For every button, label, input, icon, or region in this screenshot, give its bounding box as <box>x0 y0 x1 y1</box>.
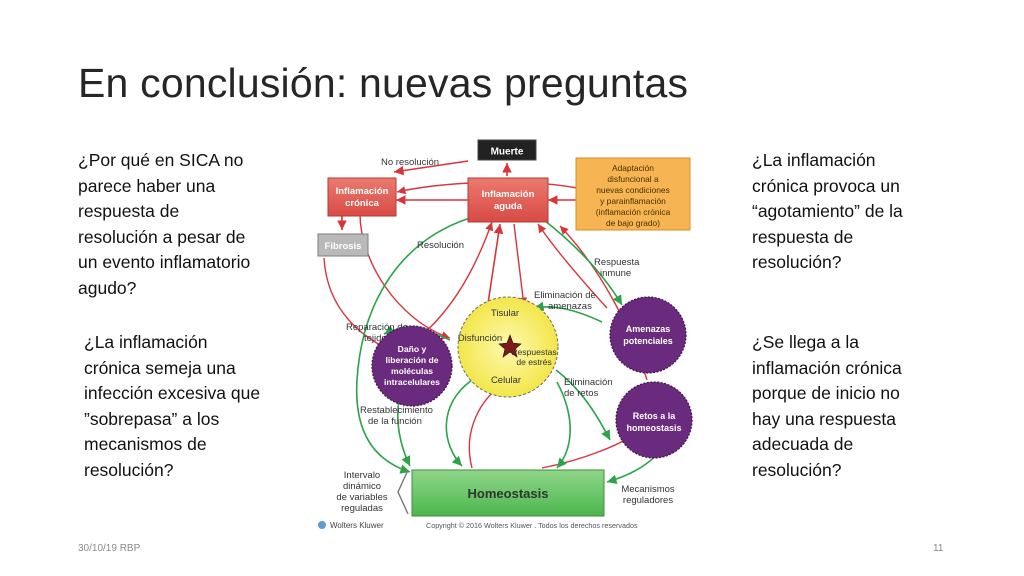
question-sica-resolution: ¿Por qué en SICA no parece haber una res… <box>78 150 251 298</box>
node-adaptacion-label-3: nuevas condiciones <box>596 185 670 195</box>
node-inflamacion-aguda <box>467 177 549 223</box>
node-dano <box>371 325 453 407</box>
star-icon <box>498 334 522 358</box>
label-publisher: Wolters Kluwer <box>330 521 384 530</box>
label-copyright: Copyright © 2016 Wolters Kluwer . Todos … <box>426 521 638 530</box>
arrow-eliminacion-amenazas <box>533 301 603 323</box>
question-excessive-infection: ¿La inflamación crónica semeja una infec… <box>84 332 261 480</box>
label-intervalo-2: dinámico <box>343 481 381 492</box>
arrow-resolucion <box>355 217 471 474</box>
label-eliminacion-amenazas-1: Eliminación de <box>534 290 596 301</box>
arrow-amenazas-to-aguda <box>537 223 608 309</box>
label-intervalo-3: de variables <box>336 492 387 503</box>
node-retos-label-2: homeostasis <box>626 423 681 433</box>
label-mecanismos-1: Mecanismos <box>621 484 675 495</box>
arrow-aguda-to-disf <box>513 223 528 307</box>
node-homeostasis-label: Homeostasis <box>468 486 549 501</box>
label-reparacion-2: tejidos <box>364 333 392 344</box>
page-number: 11 <box>933 543 944 554</box>
bracket-shape <box>397 469 409 515</box>
label-mecanismos-2: reguladores <box>623 495 673 506</box>
node-dano-label-1: Daño y <box>398 344 427 354</box>
label-no-resolucion: No resolución <box>381 157 439 168</box>
arrow-eliminacion-retos <box>555 369 611 441</box>
node-celular-label: Celular <box>491 375 521 386</box>
arrow-cronica-down <box>359 213 451 340</box>
label-eliminacion-retos-2: de retos <box>564 388 599 399</box>
arrow-disf-to-homeo <box>445 379 473 467</box>
slide-title: En conclusión: nuevas preguntas <box>78 60 689 106</box>
node-tisular-label: Tisular <box>491 308 519 319</box>
node-amenazas-label-2: potenciales <box>623 336 673 346</box>
node-inflamacion-aguda-label-2: aguda <box>494 201 523 212</box>
node-inflamacion-cronica-label-2: crónica <box>345 198 380 209</box>
node-adaptacion-label-2: disfuncional a <box>607 174 659 184</box>
node-amenazas-label-1: Amenazas <box>626 324 671 334</box>
node-disfuncion-label: Disfunción <box>458 333 502 344</box>
arrow-respuesta-inmune <box>543 219 623 306</box>
label-restablecimiento-2: de la función <box>368 416 422 427</box>
question-inadequate-response: ¿Se llega a la inflamación crónica porqu… <box>752 332 902 480</box>
node-adaptacion-label-1: Adaptación <box>612 163 654 173</box>
label-respuesta-inmune-1: Respuesta <box>594 257 640 268</box>
node-muerte-label: Muerte <box>491 147 524 158</box>
label-eliminacion-amenazas-2: amenazas <box>548 301 592 312</box>
arrow-disf-to-aguda <box>486 223 504 311</box>
inflammation-diagram: Muerte No resolución Inflamación crónica… <box>302 130 712 536</box>
arrow-disf-to-homeo-right <box>556 381 571 469</box>
label-respuesta-inmune-2: inmune <box>600 268 631 279</box>
node-respuestas-estres-label-2: de estrés <box>516 357 551 367</box>
node-adaptacion <box>575 157 691 231</box>
node-dano-label-4: intracelulares <box>384 377 440 387</box>
node-amenazas <box>609 296 687 374</box>
node-retos-label-1: Retos a la <box>633 411 677 421</box>
node-inflamacion-cronica <box>327 177 397 217</box>
label-restablecimiento-1: Restablecimiento <box>360 405 433 416</box>
node-adaptacion-label-5: (inflamación crónica <box>596 207 671 217</box>
label-reparacion-1: Reparación de <box>346 322 408 333</box>
node-adaptacion-label-4: y parainflamación <box>600 196 666 206</box>
arrow-homeo-to-disf <box>468 384 503 469</box>
node-respuestas-estres-label-1: Respuestas <box>511 347 556 357</box>
arrow-dano-to-aguda <box>421 221 494 336</box>
node-homeostasis <box>411 469 605 517</box>
arrow-no-resolution <box>393 160 469 176</box>
question-exhaustion: ¿La inflamación crónica provoca un “agot… <box>752 150 903 273</box>
node-dano-label-3: moléculas <box>391 366 433 376</box>
node-fibrosis <box>317 233 369 257</box>
node-retos <box>615 381 693 459</box>
node-muerte <box>477 139 537 161</box>
node-dano-label-2: liberación de <box>385 355 438 365</box>
label-resolucion: Resolución <box>417 240 464 251</box>
label-intervalo-1: Intervalo <box>344 470 380 481</box>
node-fibrosis-label: Fibrosis <box>325 241 362 252</box>
wolters-kluwer-logo-icon <box>318 521 326 529</box>
node-inflamacion-aguda-label-1: Inflamación <box>482 189 535 200</box>
node-inflamacion-cronica-label-1: Inflamación <box>336 186 389 197</box>
label-intervalo-4: reguladas <box>341 503 383 514</box>
label-eliminacion-retos-1: Eliminación <box>564 377 613 388</box>
node-adaptacion-label-6: de bajo grado) <box>606 218 660 228</box>
footer-date: 30/10/19 RBP <box>78 543 141 554</box>
